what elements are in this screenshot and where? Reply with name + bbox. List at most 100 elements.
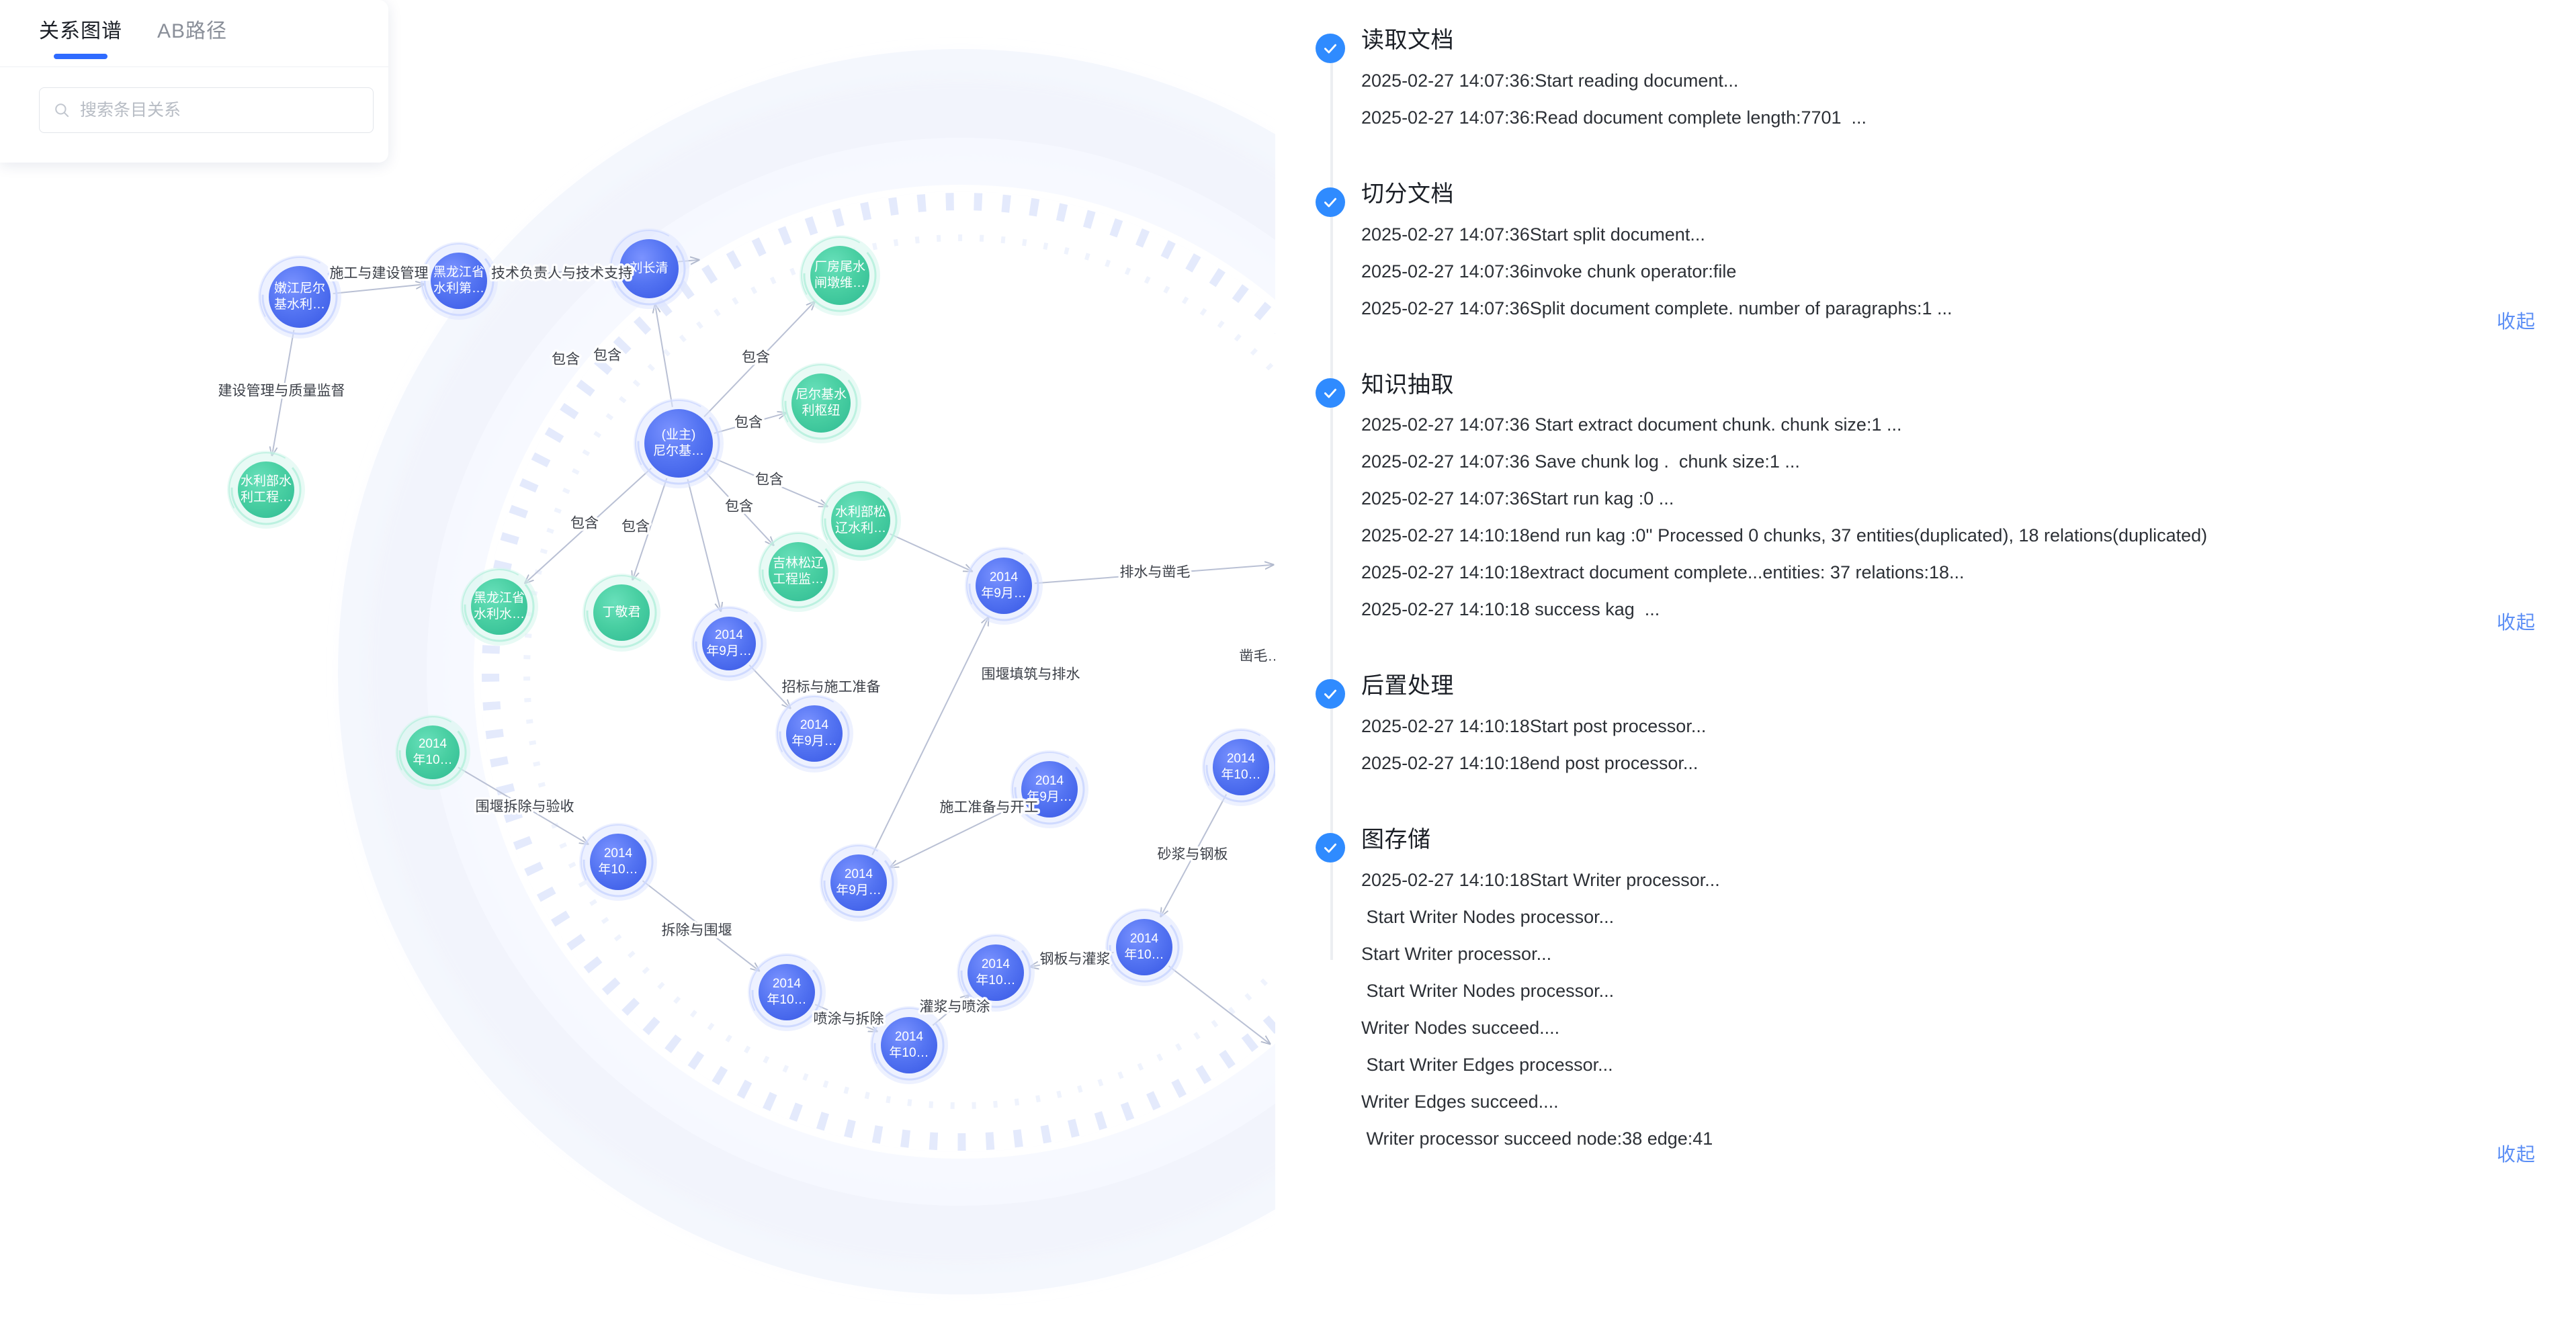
graph-search-area bbox=[0, 67, 388, 133]
graph-edge-label: 包含 bbox=[621, 519, 650, 535]
graph-edge-label-halo: 包含 bbox=[621, 519, 650, 535]
graph-node-circle[interactable] bbox=[1021, 761, 1078, 818]
graph-node-circle[interactable] bbox=[406, 725, 460, 779]
graph-node-circle[interactable] bbox=[769, 542, 828, 601]
graph-edge bbox=[814, 1004, 877, 1031]
graph-edge bbox=[871, 617, 988, 856]
graph-node[interactable]: (业主)尼尔基… bbox=[620, 385, 738, 502]
log-line: 2025-02-27 14:07:36:Read document comple… bbox=[1361, 107, 1867, 128]
search-icon bbox=[55, 103, 69, 118]
graph-edge bbox=[655, 304, 673, 407]
graph-node-label: 尼尔基水利枢纽 bbox=[796, 387, 847, 418]
tab-ab-path[interactable]: AB路径 bbox=[157, 19, 228, 42]
graph-node[interactable]: 尼尔基水利枢纽 bbox=[769, 351, 873, 455]
graph-node[interactable]: 黑龙江省水利水… bbox=[449, 556, 550, 657]
graph-node[interactable]: 厂房尾水闸墩维… bbox=[787, 223, 892, 328]
graph-edge-label-layer: 施工与建设管理施工与建设管理技术负责人与技术支持技术负责人与技术支持建设管理与质… bbox=[216, 263, 1276, 1029]
graph-edge-label-halo: 拆除与围堰 bbox=[662, 923, 732, 938]
graph-node-circle[interactable] bbox=[593, 584, 650, 641]
graph-node-circle[interactable] bbox=[791, 373, 851, 433]
graph-edge bbox=[712, 457, 828, 506]
graph-node-circle[interactable] bbox=[881, 1017, 937, 1073]
graph-edge-label: 排水与凿毛 bbox=[1120, 565, 1191, 580]
graph-edge-label: 施工与建设管理 bbox=[330, 266, 429, 281]
graph-node-layer[interactable]: 嫩江尼尔基水利… 黑龙江省水利第… 刘长清厂房尾水闸墩维… 水利部水利工程… 尼尔基水利… bbox=[216, 216, 1275, 1096]
log-line: 2025-02-27 14:10:18Start post processor.… bbox=[1361, 716, 1707, 737]
graph-edge-label: 包含 bbox=[742, 350, 770, 365]
collapse-toggle[interactable]: 收起 bbox=[2496, 1143, 2536, 1165]
graph-edge bbox=[703, 302, 815, 418]
graph-node-circle[interactable] bbox=[644, 409, 713, 478]
graph-edge-label-halo: 施工准备与开工 bbox=[940, 800, 1039, 815]
graph-node-circle[interactable] bbox=[702, 617, 756, 670]
graph-node-label: (业主)尼尔基… bbox=[653, 427, 704, 458]
graph-node-circle[interactable] bbox=[269, 266, 331, 328]
graph-node-circle[interactable] bbox=[431, 253, 487, 309]
graph-canvas[interactable]: 嫩江尼尔基水利… 黑龙江省水利第… 刘长清厂房尾水闸墩维… 水利部水利工程… 尼尔基水利… bbox=[0, 0, 1275, 1305]
graph-edge-label-halo: 砂浆与钢板 bbox=[1158, 847, 1228, 863]
step-log-body: 2025-02-27 14:10:18Start post processor.… bbox=[1361, 717, 2536, 821]
log-line: Writer processor succeed node:38 edge:41 bbox=[1361, 1128, 1713, 1149]
log-line: Writer Edges succeed.... bbox=[1361, 1091, 1559, 1112]
graph-node[interactable]: 水利部松辽水利… bbox=[808, 468, 913, 573]
graph-edge-label: 施工准备与开工 bbox=[940, 800, 1039, 815]
tab-relation-graph[interactable]: 关系图谱 bbox=[39, 21, 122, 59]
graph-node-circle[interactable] bbox=[1116, 919, 1172, 975]
search-box[interactable] bbox=[39, 87, 374, 133]
graph-edge bbox=[458, 766, 588, 844]
graph-node[interactable]: 丁敬君 bbox=[571, 562, 672, 663]
check-circle-icon bbox=[1316, 679, 1345, 709]
collapse-toggle[interactable]: 收起 bbox=[2496, 310, 2536, 332]
graph-edge-label-halo: 包含 bbox=[725, 499, 753, 515]
graph-node-circle[interactable] bbox=[471, 578, 527, 635]
graph-node-circle[interactable] bbox=[831, 491, 890, 550]
graph-edge-label: 技术负责人与技术支持 bbox=[491, 266, 632, 281]
graph-edge-label-halo: 凿毛… bbox=[1240, 649, 1276, 664]
search-input[interactable] bbox=[80, 100, 359, 120]
graph-node[interactable]: 嫩江尼尔基水利… bbox=[245, 242, 353, 351]
graph-node-circle[interactable] bbox=[1213, 739, 1269, 795]
graph-node-circle[interactable] bbox=[976, 558, 1032, 614]
graph-node[interactable]: 水利部水利工程… bbox=[216, 439, 316, 540]
graph-node-circle[interactable] bbox=[590, 834, 646, 890]
log-line: Start Writer Edges processor... bbox=[1361, 1054, 1613, 1075]
graph-edge-label: 灌浆与喷涂 bbox=[920, 1000, 990, 1015]
graph-edge-label-halo: 喷涂与拆除 bbox=[814, 1012, 884, 1027]
graph-node-circle[interactable] bbox=[786, 705, 843, 762]
graph-node[interactable]: 刘长清 bbox=[597, 216, 701, 321]
step-log-body: 2025-02-27 14:07:36 Start extract docume… bbox=[1361, 416, 2536, 667]
graph-node[interactable]: 黑龙江省水利第… bbox=[409, 230, 509, 331]
graph-node-circle[interactable] bbox=[810, 246, 869, 305]
graph-node-circle[interactable] bbox=[238, 461, 294, 518]
graph-node-circle[interactable] bbox=[968, 944, 1024, 1001]
graph-node[interactable]: 吉林松辽工程监… bbox=[746, 519, 851, 624]
collapse-toggle[interactable]: 收起 bbox=[2496, 612, 2536, 633]
graph-node-circle[interactable] bbox=[830, 854, 887, 911]
log-line: Writer Nodes succeed.... bbox=[1361, 1017, 1560, 1038]
graph-node-circle[interactable] bbox=[619, 239, 679, 298]
graph-node-circle[interactable] bbox=[759, 964, 815, 1020]
graph-edge-label-halo: 技术负责人与技术支持 bbox=[491, 266, 632, 281]
